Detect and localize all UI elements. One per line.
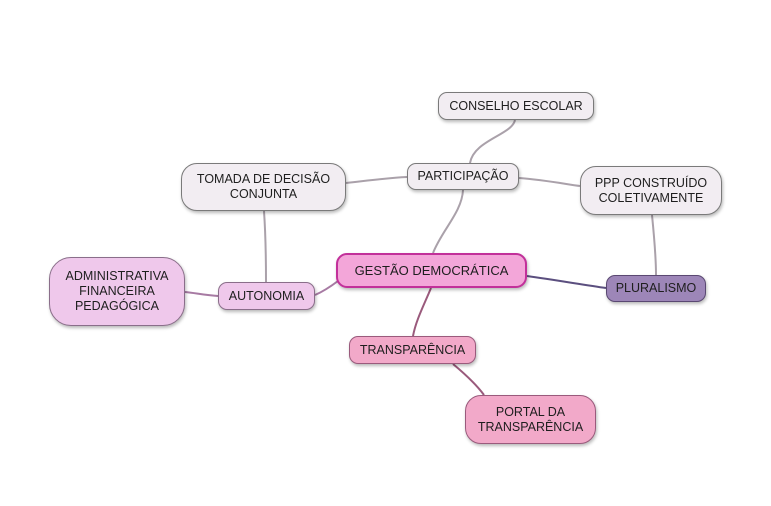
node-label: AUTONOMIA <box>228 288 305 303</box>
node-portal-da-transparencia[interactable]: PORTAL DA TRANSPARÊNCIA <box>465 395 596 444</box>
node-ppp-construido[interactable]: PPP CONSTRUÍDO COLETIVAMENTE <box>580 166 722 215</box>
node-label: TRANSPARÊNCIA <box>359 342 466 357</box>
connector-transparencia-portal <box>452 363 485 396</box>
node-label: PPP CONSTRUÍDO COLETIVAMENTE <box>594 175 708 205</box>
node-tomada-de-decisao[interactable]: TOMADA DE DECISÃO CONJUNTA <box>181 163 346 211</box>
connector-tomada-autonomia <box>263 210 267 283</box>
connector-participacao-tomada <box>345 176 408 184</box>
node-label: PORTAL DA TRANSPARÊNCIA <box>477 404 584 434</box>
node-administrativa-financeira-pedagogica[interactable]: ADMINISTRATIVA FINANCEIRA PEDAGÓGICA <box>49 257 185 326</box>
node-label: CONSELHO ESCOLAR <box>449 98 583 113</box>
connector-participacao-conselho <box>469 119 516 164</box>
connector-gestao-transparencia <box>412 287 432 337</box>
node-participacao[interactable]: PARTICIPAÇÃO <box>407 163 519 190</box>
node-autonomia[interactable]: AUTONOMIA <box>218 282 315 310</box>
connector-autonomia-admin <box>184 291 219 297</box>
node-label: TOMADA DE DECISÃO CONJUNTA <box>196 172 331 201</box>
node-pluralismo[interactable]: PLURALISMO <box>606 275 706 302</box>
node-label: ADMINISTRATIVA FINANCEIRA PEDAGÓGICA <box>65 269 169 313</box>
connector-participacao-ppp <box>518 177 581 187</box>
node-conselho-escolar[interactable]: CONSELHO ESCOLAR <box>438 92 594 120</box>
node-transparencia[interactable]: TRANSPARÊNCIA <box>349 336 476 364</box>
connector-ppp-pluralismo <box>651 214 657 276</box>
node-label: PLURALISMO <box>615 281 697 295</box>
connector-gestao-pluralismo <box>526 275 607 289</box>
connector-gestao-autonomia <box>314 280 339 296</box>
connector-gestao-participacao <box>432 189 464 254</box>
node-label: PARTICIPAÇÃO <box>417 169 509 183</box>
central-node-label: GESTÃO DEMOCRÁTICA <box>354 263 509 278</box>
central-node-gestao-democratica[interactable]: GESTÃO DEMOCRÁTICA <box>336 253 527 288</box>
